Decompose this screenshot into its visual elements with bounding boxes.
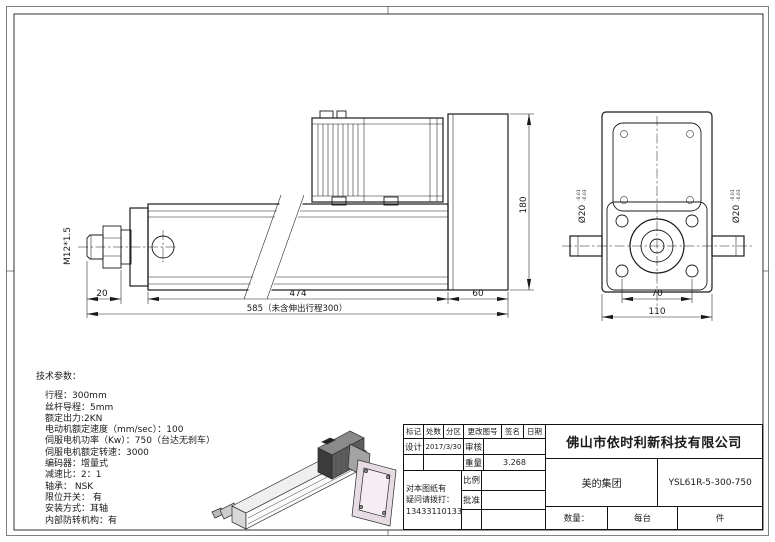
- quantity-unit: 每台: [608, 507, 678, 529]
- title-block: 标记 处数 分区 更改图号 签名 日期 设计 2017/3/30 审核 重量 3…: [403, 424, 763, 530]
- end-view-housing: [601, 111, 713, 293]
- drawing-number: YSL61R-5-300-750: [668, 477, 752, 488]
- dim-gearbox-60: 60: [472, 289, 484, 299]
- dim-width-110: 110: [648, 307, 665, 317]
- tech-param-line: 内部防转机构：有: [45, 515, 118, 526]
- gearbox-housing: [447, 113, 509, 291]
- tech-param-line: 编码器：增量式: [45, 459, 109, 470]
- end-view: Ø20 -0.01 -0.03 Ø20 -0.01 -0.03 70 110: [562, 111, 752, 321]
- quantity-piece: 件: [715, 514, 725, 524]
- revision-table: 标记 处数 分区 更改图号 签名 日期 设计 2017/3/30 审核 重量 3…: [404, 425, 546, 530]
- rev-header: 标记: [404, 425, 424, 438]
- contact-note: 对本图纸有 疑问请拨打： 13433110133: [404, 471, 462, 529]
- body-tube: [147, 203, 449, 291]
- tech-param-line: 安装方式：耳轴: [45, 504, 109, 515]
- dim-rod-20: 20: [96, 289, 108, 299]
- weight-label: 重量: [464, 455, 484, 470]
- front-flange-plate: [606, 201, 708, 291]
- break-lines: [243, 194, 305, 300]
- quantity-label: 数量：: [546, 507, 608, 529]
- dim-height-180: 180: [519, 196, 529, 213]
- svg-text:-0.01: -0.01: [576, 189, 582, 201]
- scale-label: 比例: [462, 471, 482, 490]
- technical-parameters: 技术参数： 行程：300mm 丝杆导程：5mm 额定出力:2KN 电动机额定速度…: [36, 372, 215, 527]
- design-date: 2017/3/30: [424, 439, 464, 454]
- rev-header: 日期: [527, 427, 542, 436]
- trunnion-shaft-left: [569, 235, 603, 257]
- tech-param-line: 轴承： NSK: [45, 481, 94, 492]
- check-label: 审核: [464, 439, 484, 454]
- limit-switch: [331, 196, 347, 206]
- isometric-view: [211, 430, 397, 530]
- dim-total-585: 585（未含伸出行程300）: [247, 303, 347, 314]
- dim-thread-label: M12*1.5: [63, 227, 73, 265]
- tech-param-line: 减速比：2：1: [45, 470, 102, 481]
- svg-text:-0.03: -0.03: [582, 189, 588, 201]
- rev-header: 处数: [424, 425, 444, 438]
- dim-trunnion-left: Ø20: [577, 204, 588, 223]
- approve-label: 批准: [462, 490, 482, 510]
- servo-motor: [311, 110, 444, 203]
- client-name: 美的集团: [546, 459, 659, 506]
- dim-bolt-span-70: 70: [651, 289, 663, 299]
- tech-param-line: 丝杆导程：5mm: [45, 402, 114, 413]
- company-name: 佛山市依时利新科技有限公司: [546, 425, 762, 459]
- rev-header: 分区: [444, 425, 464, 438]
- end-view-dimensions: Ø20 -0.01 -0.03 Ø20 -0.01 -0.03 70 110: [576, 189, 742, 321]
- design-label: 设计: [404, 439, 424, 454]
- rev-header: 签名: [502, 425, 524, 438]
- tech-param-line: 电动机额定速度（mm/sec）：100: [45, 425, 184, 436]
- tech-param-line: 额定出力:2KN: [45, 413, 103, 424]
- tech-param-line: 伺服电机功率（Kw）：750（台达无刹车）: [45, 436, 215, 447]
- tech-param-line: 伺服电机额定转速：3000: [45, 447, 149, 458]
- svg-text:-0.01: -0.01: [730, 189, 736, 201]
- dim-body-474: 474: [289, 289, 306, 299]
- drawing-frame: [6, 6, 769, 536]
- limit-switch: [383, 196, 399, 206]
- rev-header: 更改图号: [464, 425, 502, 438]
- svg-text:-0.03: -0.03: [736, 189, 742, 201]
- motor-connector: [319, 110, 334, 119]
- side-view: 20 474 60 585（未含伸出行程300） 180 M12*1.5: [63, 110, 534, 318]
- side-view-dimensions: 20 474 60 585（未含伸出行程300） 180 M12*1.5: [63, 113, 534, 318]
- trunnion-side: [151, 230, 175, 264]
- tech-params-title: 技术参数：: [36, 372, 82, 382]
- motor-mounting-square: [612, 122, 702, 212]
- dim-trunnion-right: Ø20: [731, 204, 742, 223]
- weight-value: 3.268: [503, 458, 526, 467]
- trunnion-shaft-right: [711, 235, 745, 257]
- tech-param-line: 行程：300mm: [45, 391, 107, 402]
- rod-end: [86, 225, 132, 269]
- tech-param-line: 限位开关： 有: [45, 492, 102, 503]
- motor-connector: [336, 110, 347, 119]
